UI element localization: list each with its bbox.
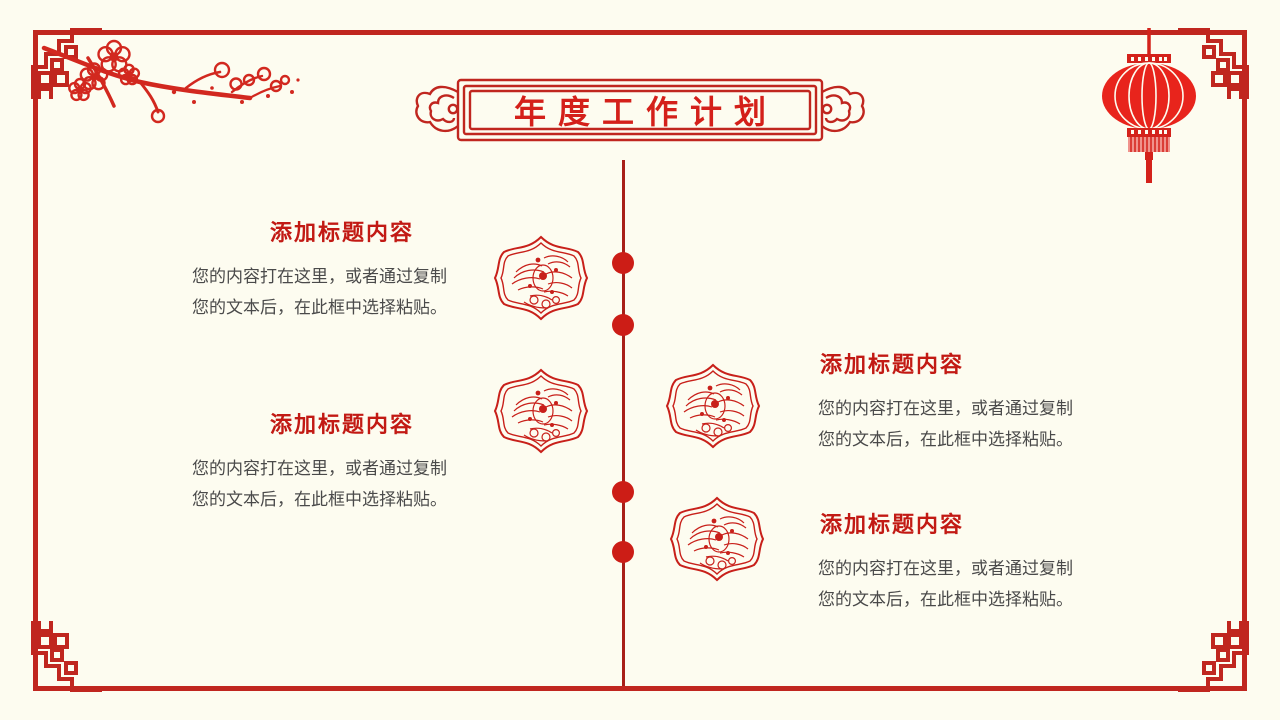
content-block-heading: 添加标题内容 <box>269 220 414 245</box>
title-banner-ornament <box>415 78 865 142</box>
content-block-line-2: 您的文本后，在此框中选择粘贴。 <box>192 298 447 317</box>
content-block-4[interactable]: 添加标题内容 您的内容打在这里，或者通过复制 您的文本后，在此框中选择粘贴。 <box>818 507 1148 615</box>
papercut-medallion-icon <box>669 496 765 582</box>
chinese-lantern-icon <box>1102 28 1196 183</box>
frame-border-bottom <box>33 686 1247 691</box>
content-block-line-1: 您的内容打在这里，或者通过复制 <box>818 399 1073 418</box>
frame-border-right <box>1242 30 1247 691</box>
content-block-1[interactable]: 添加标题内容 您的内容打在这里，或者通过复制 您的文本后，在此框中选择粘贴。 <box>192 215 492 323</box>
frame-border-left <box>33 30 38 691</box>
timeline-dot-1[interactable] <box>612 252 634 274</box>
papercut-medallion-icon <box>493 235 589 321</box>
timeline-dot-2[interactable] <box>612 314 634 336</box>
timeline-dot-4[interactable] <box>612 541 634 563</box>
content-block-heading: 添加标题内容 <box>269 412 414 437</box>
content-block-line-1: 您的内容打在这里，或者通过复制 <box>192 267 447 286</box>
content-block-line-1: 您的内容打在这里，或者通过复制 <box>192 459 447 478</box>
timeline-dot-3[interactable] <box>612 481 634 503</box>
lattice-corner-icon <box>1178 621 1249 692</box>
timeline-spine <box>622 160 625 686</box>
content-block-line-1: 您的内容打在这里，或者通过复制 <box>818 559 1073 578</box>
content-block-line-2: 您的文本后，在此框中选择粘贴。 <box>818 430 1073 449</box>
frame-border-top <box>33 30 1247 35</box>
content-block-2[interactable]: 添加标题内容 您的内容打在这里，或者通过复制 您的文本后，在此框中选择粘贴。 <box>192 407 492 515</box>
content-block-heading: 添加标题内容 <box>820 512 965 537</box>
lattice-corner-icon <box>1178 28 1249 99</box>
papercut-medallion-icon <box>493 368 589 454</box>
content-block-heading: 添加标题内容 <box>820 352 965 377</box>
plum-blossom-branch-icon <box>41 39 300 124</box>
lattice-corner-icon <box>31 621 102 692</box>
content-block-line-2: 您的文本后，在此框中选择粘贴。 <box>192 490 447 509</box>
papercut-medallion-icon <box>665 363 761 449</box>
page-title: 年度工作计划 <box>513 94 778 130</box>
content-block-3[interactable]: 添加标题内容 您的内容打在这里，或者通过复制 您的文本后，在此框中选择粘贴。 <box>818 347 1148 455</box>
content-block-line-2: 您的文本后，在此框中选择粘贴。 <box>818 590 1073 609</box>
